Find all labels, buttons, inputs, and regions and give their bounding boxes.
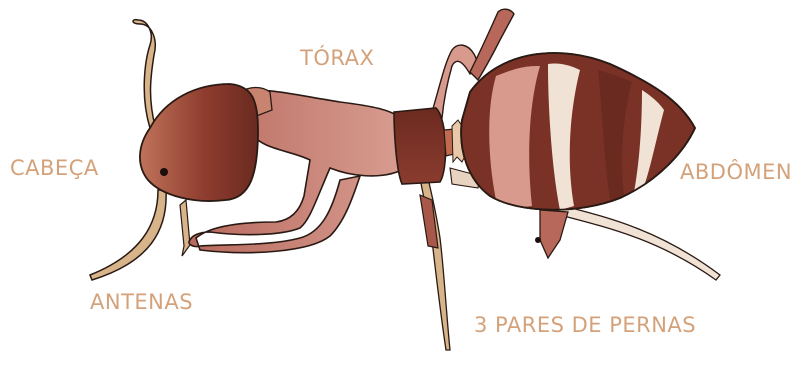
antenna-upper	[133, 20, 156, 130]
leg-hind-foot	[540, 210, 568, 258]
leg-hind	[556, 205, 720, 280]
abdomen	[461, 53, 695, 210]
antenna-lower	[90, 190, 166, 280]
label-head: CABEÇA	[10, 156, 99, 180]
petiole	[394, 108, 446, 184]
label-antennae: ANTENAS	[90, 290, 193, 314]
label-legs: 3 PARES DE PERNAS	[474, 313, 696, 337]
eye	[160, 168, 168, 176]
label-abdomen: ABDÔMEN	[680, 160, 792, 184]
mandible	[180, 200, 190, 256]
head-shape	[140, 84, 258, 201]
label-thorax: TÓRAX	[300, 46, 374, 70]
